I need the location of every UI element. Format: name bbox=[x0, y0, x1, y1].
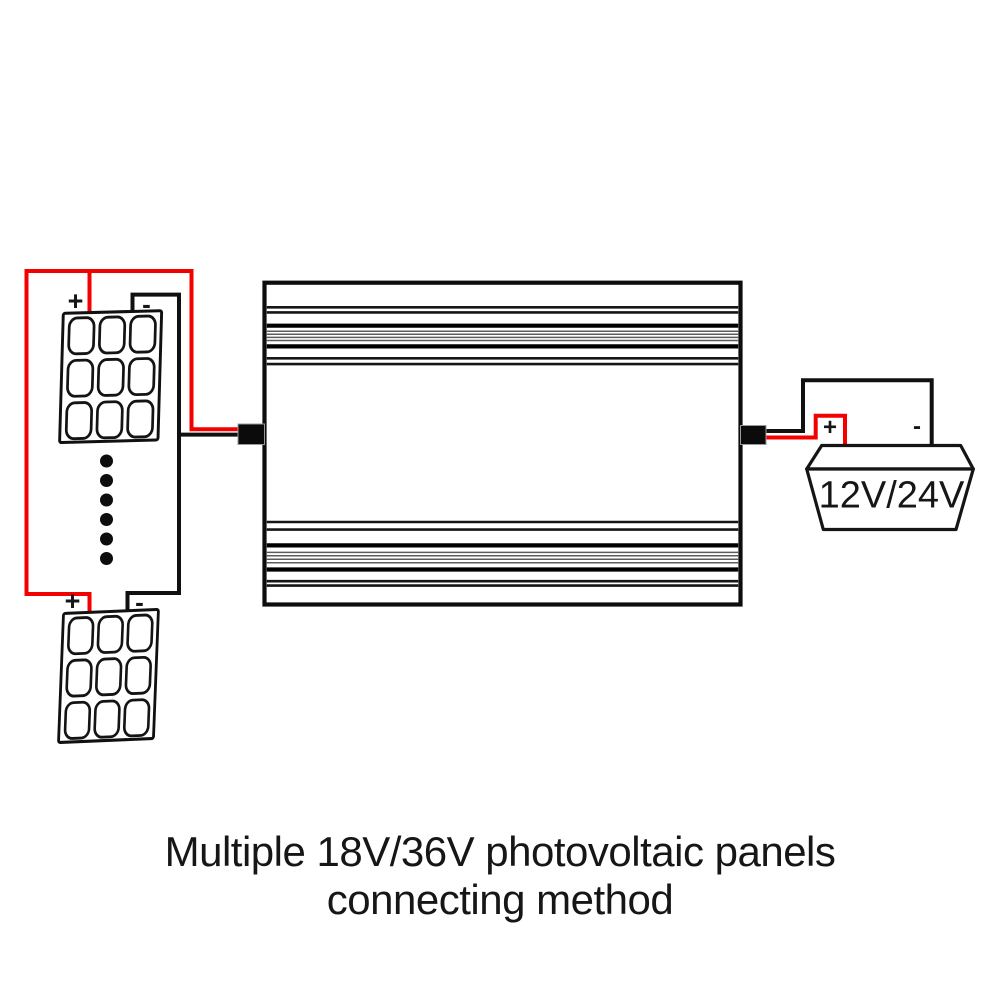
ellipsis-dot bbox=[100, 532, 113, 546]
wire-positive-bus bbox=[24, 269, 245, 613]
solar-panel-bottom-graphic bbox=[56, 607, 160, 745]
more-panels-ellipsis bbox=[100, 454, 113, 565]
solar-panel-top bbox=[58, 309, 164, 445]
controller-input-terminal bbox=[237, 423, 265, 445]
controller-output-terminal bbox=[740, 425, 767, 445]
panel-top-positive-label: + bbox=[68, 286, 84, 316]
ellipsis-dot bbox=[100, 552, 113, 565]
caption-line-2: connecting method bbox=[327, 876, 673, 923]
charge-controller bbox=[237, 280, 767, 607]
battery-negative-label: - bbox=[913, 413, 921, 440]
wires-left bbox=[24, 269, 245, 613]
ellipsis-dot bbox=[100, 493, 113, 507]
ellipsis-dot bbox=[100, 513, 113, 526]
battery-voltage-label: 12V/24V bbox=[819, 475, 965, 517]
wire-battery-positive bbox=[760, 413, 847, 447]
controller-housing bbox=[262, 280, 743, 607]
battery-lid bbox=[805, 443, 975, 471]
solar-panel-bottom bbox=[56, 607, 160, 745]
ellipsis-dot bbox=[100, 454, 113, 468]
controller-fins bbox=[266, 305, 739, 587]
wire-battery-negative bbox=[760, 378, 934, 447]
battery-body bbox=[805, 467, 975, 532]
battery-positive-label: + bbox=[823, 414, 837, 441]
caption: Multiple 18V/36V photovoltaic panels con… bbox=[165, 828, 836, 923]
caption-line-1: Multiple 18V/36V photovoltaic panels bbox=[165, 828, 836, 875]
battery: + - 12V/24V bbox=[805, 413, 975, 532]
wire-negative-bus bbox=[125, 292, 181, 613]
panel-bottom-positive-label: + bbox=[65, 586, 81, 616]
wires-right bbox=[760, 378, 934, 447]
solar-panel-top-graphic bbox=[58, 309, 164, 445]
panel-top-negative-label: - bbox=[142, 289, 151, 319]
panel-bottom-negative-label: - bbox=[135, 587, 144, 617]
ellipsis-dot bbox=[100, 474, 113, 487]
